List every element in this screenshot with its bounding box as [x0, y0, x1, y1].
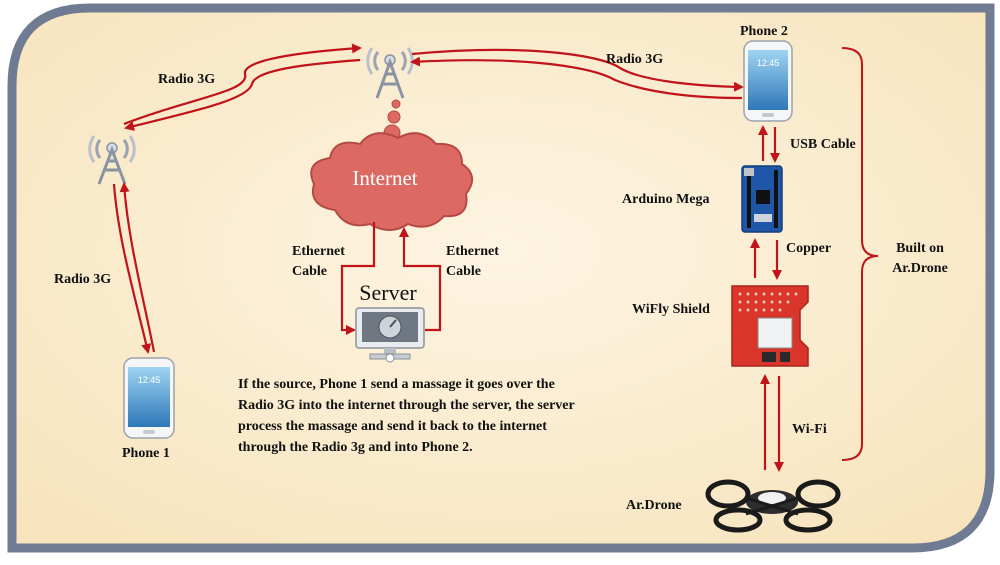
- phone-icon: 12:45: [743, 40, 793, 122]
- label-ethernet-right: Ethernet: [446, 244, 499, 259]
- label-arduino: Arduino Mega: [622, 192, 710, 207]
- label-cable-left: Cable: [292, 264, 327, 279]
- frame-background: [7, 3, 995, 553]
- label-built-on-drone: Ar.Drone: [892, 261, 948, 276]
- label-phone1: Phone 1: [122, 446, 170, 461]
- phone-icon: 12:45: [123, 357, 175, 439]
- label-usb-cable: USB Cable: [790, 137, 856, 152]
- label-wifly: WiFly Shield: [632, 302, 710, 317]
- label-wifi: Wi-Fi: [792, 422, 827, 437]
- server-icon: [355, 307, 425, 363]
- cloud-icon: [310, 132, 473, 231]
- radio-tower-icon: [88, 135, 136, 185]
- arduino-board-icon: [741, 165, 783, 233]
- label-radio-top-left: Radio 3G: [158, 72, 216, 87]
- phone1-clock: 12:45: [138, 375, 161, 385]
- label-built-on: Built on: [896, 241, 944, 256]
- wifly-shield-icon: [731, 285, 809, 367]
- internet-label: Internet: [352, 166, 418, 190]
- label-ardrone: Ar.Drone: [626, 498, 682, 513]
- radio-tower-icon: [366, 47, 414, 99]
- server-label: Server: [359, 280, 417, 305]
- phone2-clock: 12:45: [757, 58, 780, 68]
- built-on-brace: [841, 47, 879, 461]
- label-copper: Copper: [786, 241, 832, 256]
- label-radio-top-right: Radio 3G: [606, 52, 664, 67]
- description-text: If the source, Phone 1 send a massage it…: [238, 377, 575, 455]
- label-cable-right: Cable: [446, 264, 481, 279]
- label-phone2: Phone 2: [740, 24, 788, 39]
- label-radio-left: Radio 3G: [54, 272, 112, 287]
- connection-arrows: [112, 43, 784, 472]
- drone-icon: [705, 479, 841, 533]
- label-ethernet-left: Ethernet: [292, 244, 345, 259]
